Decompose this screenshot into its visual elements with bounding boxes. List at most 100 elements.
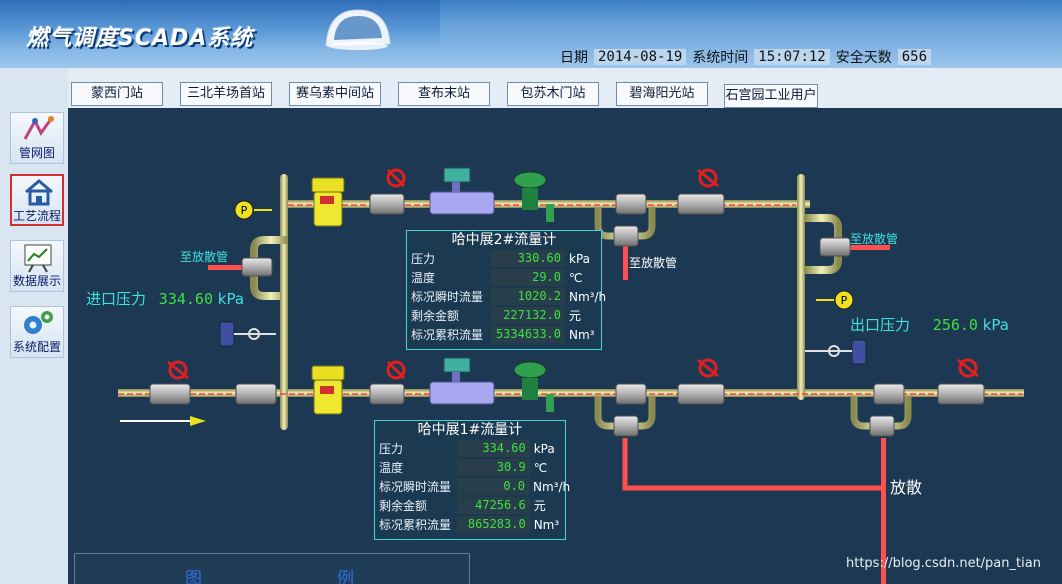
turbine-meter-lower-icon <box>429 357 495 405</box>
sidebar-item-system-config[interactable]: 系统配置 <box>10 306 64 358</box>
meter-value: 47256.6 <box>457 497 530 514</box>
meter-unit: Nm³ <box>533 517 560 532</box>
meter-unit: kPa <box>569 251 590 266</box>
sidebar-item-pipe-network[interactable]: 管网图 <box>10 112 64 164</box>
gauge-left-letter: P <box>241 204 248 217</box>
valve-icons <box>149 193 985 437</box>
gauge-right-letter: P <box>841 294 848 307</box>
legend-panel: 图 例 <box>74 553 470 584</box>
meter-row: 温度 30.9 ℃ <box>375 458 565 477</box>
sidebar-label: 工艺流程 <box>12 209 61 223</box>
turbine-meter-upper-icon <box>429 167 495 215</box>
flow-meter-1-panel: 哈中展1#流量计 压力 334.60 kPa 温度 30.9 ℃ 标况瞬时流量 … <box>374 420 571 540</box>
inlet-pressure-unit: kPa <box>217 290 245 308</box>
meter-row: 温度 29.0 ℃ <box>407 268 601 287</box>
sidebar-item-data-display[interactable]: 数据展示 <box>10 240 64 292</box>
tab-station[interactable]: 石宫园工业用户 <box>724 84 818 108</box>
sidebar: 管网图 工艺流程 数据展示 系统配置 <box>0 68 68 584</box>
process-flow-canvas: P P 至放散管 至放散管 至放散管 放散 进口压力 334.60 kPa 出口… <box>68 108 1062 584</box>
meter-unit: 元 <box>569 309 582 323</box>
meter-label: 剩余金额 <box>379 499 428 513</box>
sidebar-label: 系统配置 <box>12 340 61 354</box>
meter-row: 压力 330.60 kPa <box>407 249 601 268</box>
filter-upper-icon <box>311 177 345 227</box>
meter-row: 剩余金额 227132.0 元 <box>407 306 601 325</box>
legend-title-b: 例 <box>337 569 354 584</box>
inlet-pressure-readout: 进口压力 334.60 kPa <box>86 288 244 309</box>
sidebar-label: 数据展示 <box>12 274 61 288</box>
meter-value: 227132.0 <box>491 307 565 324</box>
meter-unit: 元 <box>533 499 546 513</box>
meter-label: 剩余金额 <box>411 309 460 323</box>
meter-row: 剩余金额 47256.6 元 <box>375 496 565 515</box>
meter-label: 压力 <box>379 442 404 456</box>
time-value: 15:07:12 <box>754 49 830 65</box>
vent-bottom-label: 放散 <box>890 478 923 497</box>
meter-unit: ℃ <box>533 460 548 475</box>
date-value: 2014-08-19 <box>594 49 687 65</box>
safe-days-label: 安全天数 <box>835 50 892 66</box>
watermark-text: https://blog.csdn.net/pan_tian <box>846 556 1041 571</box>
inlet-pressure-label: 进口压力 <box>86 290 147 308</box>
vent-left-label: 至放散管 <box>180 250 229 264</box>
meter-value: 334.60 <box>457 440 530 457</box>
meter-row: 压力 334.60 kPa <box>375 439 565 458</box>
vent-right-label: 至放散管 <box>850 232 899 246</box>
meter-value: 865283.0 <box>457 516 530 533</box>
home-icon <box>25 179 53 206</box>
tab-station[interactable]: 包苏木门站 <box>507 82 599 106</box>
meter-value: 5334633.0 <box>491 326 565 343</box>
tab-station[interactable]: 查布末站 <box>398 82 490 106</box>
transmitter-icons <box>219 321 867 365</box>
meter-row: 标况累积流量 5334633.0 Nm³ <box>407 325 601 344</box>
outlet-pressure-readout: 出口压力 256.0 kPa <box>850 314 1009 335</box>
tab-station[interactable]: 赛乌素中间站 <box>289 82 381 106</box>
meter-label: 标况累积流量 <box>379 518 452 532</box>
meter-value: 1020.2 <box>491 288 565 305</box>
meter-unit: kPa <box>533 441 555 456</box>
tab-station[interactable]: 三北羊场首站 <box>180 82 272 106</box>
inlet-arrow-icon <box>120 416 206 426</box>
meter-label: 标况瞬时流量 <box>379 480 452 494</box>
outlet-pressure-value: 256.0 <box>932 316 978 334</box>
time-label: 系统时间 <box>692 50 749 66</box>
meter-title: 哈中展1#流量计 <box>417 422 523 438</box>
fault-marker-icons <box>167 168 979 380</box>
status-info-bar: 日期 2014-08-19 系统时间 15:07:12 安全天数 656 <box>560 46 937 68</box>
meter-row: 标况瞬时流量 1020.2 Nm³/h <box>407 287 607 306</box>
station-tabbar: 蒙西门站 三北羊场首站 赛乌素中间站 查布末站 包苏木门站 碧海阳光站 石宫园工… <box>68 68 1062 108</box>
meter-label: 压力 <box>411 252 436 266</box>
gears-icon <box>24 311 53 334</box>
safe-days-value: 656 <box>897 49 932 65</box>
filter-lower-icon <box>311 365 345 415</box>
app-title: 燃气调度SCADA系统 <box>26 26 254 51</box>
tab-station[interactable]: 蒙西门站 <box>71 82 163 106</box>
pressure-gauge-icons <box>234 200 854 310</box>
meter-value: 30.9 <box>457 459 530 476</box>
outlet-pressure-label: 出口压力 <box>850 316 911 334</box>
meter-title: 哈中展2#流量计 <box>451 232 557 248</box>
meter-label: 温度 <box>379 461 404 475</box>
meter-unit: Nm³/h <box>533 479 571 494</box>
sidebar-label: 管网图 <box>18 146 55 160</box>
pressure-regulator-lower-icon <box>513 361 554 412</box>
meter-value: 29.0 <box>491 269 565 286</box>
date-label: 日期 <box>560 50 588 66</box>
inlet-pressure-value: 334.60 <box>158 290 213 308</box>
sidebar-item-process-flow[interactable]: 工艺流程 <box>10 174 64 226</box>
meter-unit: ℃ <box>569 270 583 285</box>
pipe-network-icon <box>23 116 54 140</box>
monitor-graphic-icon <box>325 9 391 50</box>
meter-row: 标况瞬时流量 0.0 Nm³/h <box>375 477 571 496</box>
pressure-regulator-upper-icon <box>513 171 554 222</box>
tab-station[interactable]: 碧海阳光站 <box>616 82 708 106</box>
legend-title-a: 图 <box>185 569 202 584</box>
meter-unit: Nm³/h <box>569 289 607 304</box>
chart-board-icon <box>24 244 52 273</box>
meter-unit: Nm³ <box>569 327 595 342</box>
vent-mid-label: 至放散管 <box>629 256 678 270</box>
flow-meter-2-panel: 哈中展2#流量计 压力 330.60 kPa 温度 29.0 ℃ 标况瞬时流量 … <box>406 230 607 350</box>
meter-label: 温度 <box>411 271 436 285</box>
meter-label: 标况瞬时流量 <box>411 290 484 304</box>
